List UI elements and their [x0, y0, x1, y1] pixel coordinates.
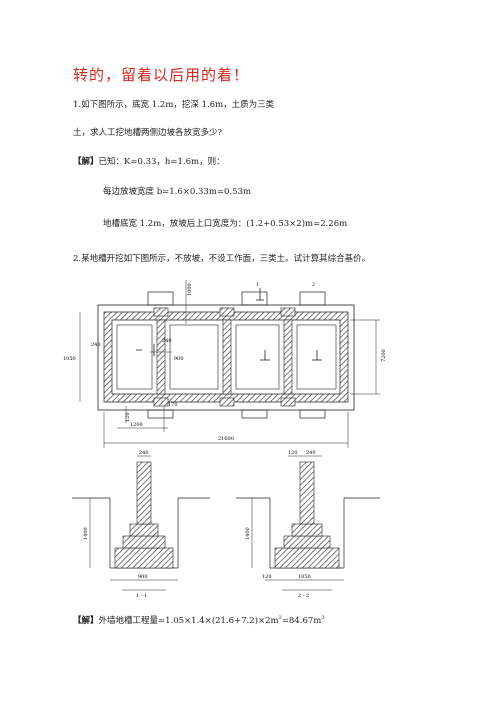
- q2-solution: 【解】外墙地槽工程量=1.05×1.4×(21.6+7.2)×2m3=84.67…: [73, 614, 325, 626]
- plan-outer-outline: [97, 304, 355, 411]
- q2-sup1: 3: [278, 615, 282, 622]
- sec2-dim-120-base: 120: [262, 574, 272, 580]
- dim-900: 900: [174, 356, 184, 362]
- sec2-label: 2 - 2: [298, 593, 309, 599]
- q2-solution-label: 【解】: [73, 616, 99, 626]
- q1-line2: 土，求人工挖地槽两侧边坡各放宽多少?: [73, 128, 223, 138]
- sec1-dim-1400: 1400: [83, 527, 89, 540]
- section-marker-2: 2: [312, 282, 315, 288]
- dim-1050: 1050: [63, 356, 76, 362]
- solution-label: 【解】: [73, 157, 99, 167]
- q1-calc1: 每边放坡宽度 b=1.6×0.33m=0.53m: [103, 187, 251, 197]
- plan-view: 1000 1050 240 240 900 7200 170 120 1200 …: [63, 280, 387, 448]
- plan-outer-wall: [103, 311, 349, 403]
- sec1-dim-900: 900: [138, 574, 148, 580]
- dim-21600: 21600: [218, 436, 234, 442]
- q2-solution-text: 外墙地槽工程量=1.05×1.4×(21.6+7.2)×2m: [98, 616, 279, 626]
- dim-240b: 240: [162, 338, 172, 344]
- dim-170: 170: [168, 402, 178, 408]
- sec2-dim-120: 120: [288, 450, 298, 456]
- sec2-dim-240: 240: [306, 450, 316, 456]
- sec2-dim-1400: 1400: [245, 527, 251, 540]
- sec2-dim-1050: 1050: [298, 574, 311, 580]
- foundation-drawing: 1000 1050 240 240 900 7200 170 120 1200 …: [63, 280, 387, 599]
- solution-text: 已知：K=0.33，h=1.6m，则：: [98, 157, 225, 167]
- section-1-1: 240 1400 900 1 - 1: [72, 450, 210, 599]
- section-2-2: 120 240 1400 120 1050 2 - 2: [236, 450, 380, 599]
- sec1-dim-240: 240: [139, 450, 149, 456]
- page-title: 转的，留着以后用的着！: [73, 66, 250, 84]
- q2-solution-end: =84.67m: [281, 616, 322, 626]
- q1-line1: 1.如下图所示，底宽 1.2m，挖深 1.6m，土质为三类: [73, 100, 275, 110]
- q2-line1: 2.某地槽开挖如下图所示，不放坡，不设工作面，三类土。试计算其综合基价。: [73, 254, 371, 264]
- dim-1000: 1000: [187, 283, 193, 296]
- q1-solution: 【解】已知：K=0.33，h=1.6m，则：: [73, 155, 225, 167]
- dim-1200: 1200: [130, 422, 143, 428]
- dim-120: 120: [125, 412, 131, 422]
- sec1-label: 1 - 1: [136, 593, 147, 599]
- section-marker-1: 1: [256, 282, 259, 288]
- q1-calc2: 地槽底宽 1.2m，放坡后上口宽度为：(1.2+0.53×2)m=2.26m: [103, 219, 348, 229]
- q2-sup2: 3: [321, 615, 325, 622]
- dim-240a: 240: [91, 342, 101, 348]
- dim-7200: 7200: [381, 349, 387, 362]
